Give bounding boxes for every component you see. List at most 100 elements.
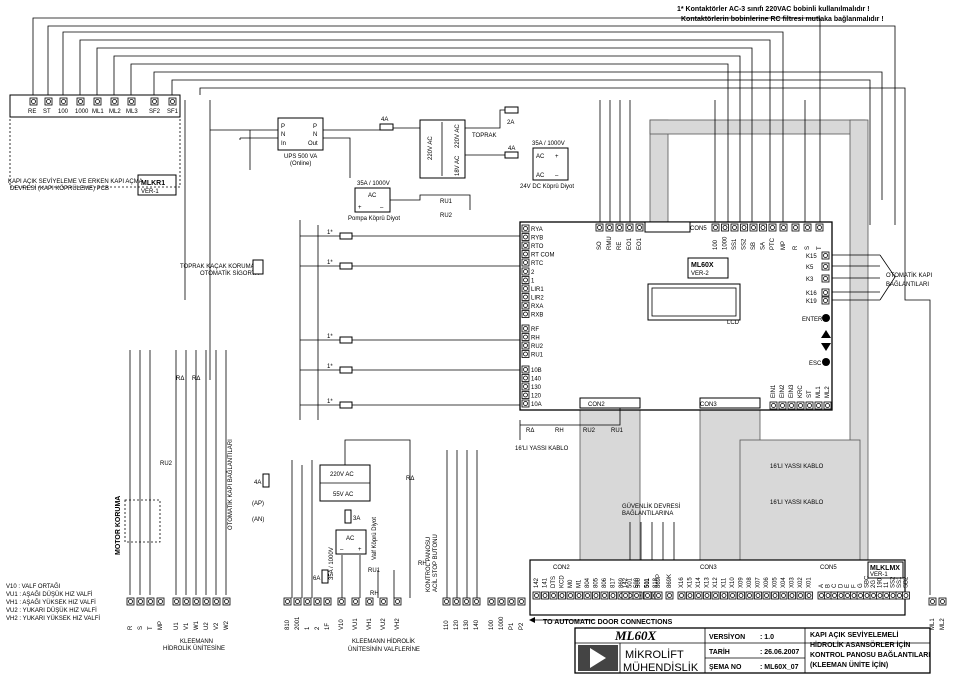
mlklmx-terminal: [609, 591, 617, 600]
mlklmx-pin-label: D: [839, 583, 845, 588]
mlklmx-terminal: [805, 591, 813, 600]
mlklmx-terminal: [817, 591, 826, 600]
toprak-kacak-1: TOPRAK KAÇAK KORUMALI: [180, 264, 260, 270]
ml60x-bottom-terminal: [823, 401, 832, 410]
ml60x-left-pin-label: RU2: [531, 344, 544, 350]
ml60x-top-terminal-screw: [770, 225, 775, 230]
ml60x-top-terminal: [711, 223, 720, 232]
ml60x-top-terminal-screw: [713, 225, 718, 230]
bridge-valve: [335, 529, 367, 555]
mlklmx-terminal: [869, 591, 878, 600]
bridge1-minus: –: [555, 173, 559, 179]
one-star-label: 1*: [327, 230, 333, 236]
ml60x-bottom-pin-label: EIN1: [771, 384, 777, 398]
mlklmx-terminal: [889, 591, 897, 600]
down-arrow-icon[interactable]: [821, 343, 831, 351]
esc-button[interactable]: [822, 358, 830, 366]
ml60x-left-terminal: [521, 241, 530, 250]
up-arrow-icon[interactable]: [821, 330, 831, 338]
ml60x-top-terminal-screw: [722, 225, 728, 230]
mlklmx-pin-label: 501: [628, 577, 634, 588]
ml60x-left-terminal: [521, 224, 530, 233]
fuse-4a-3-label: 4A: [254, 480, 261, 486]
bottom-terminal: [379, 597, 388, 606]
ml60x-bottom-terminal: [778, 401, 787, 410]
mlklmx-terminal-screw: [679, 593, 684, 598]
hydraulic-unit-1: KLEEMANN: [180, 639, 213, 645]
desc-4: (KLEEMAN ÜNİTE İÇİN): [810, 660, 888, 669]
bottom-terminal: [487, 597, 496, 606]
relay-coil: [339, 336, 353, 344]
mlklmx-pin-label: X09: [739, 577, 745, 588]
bottom-terminal: [172, 597, 181, 606]
bottom-terminal-screw: [224, 599, 229, 604]
relay-coil: [339, 401, 353, 409]
ml60x-left-pin-label: RF: [531, 327, 539, 333]
mlklmx-pin-label: X02: [798, 577, 804, 588]
hydraulic-unit-2: HİDROLİK ÜNİTESİNE: [163, 645, 225, 652]
mlklmx-terminal-screw: [877, 593, 883, 598]
valve-legend-line: VH1 : AŞAĞI YÜKSEK HIZ VALFİ: [6, 599, 96, 606]
bottom-terminal: [136, 597, 145, 606]
valve-wiring: [291, 439, 478, 598]
mlkr1-terminal: [127, 97, 136, 106]
ml60x-top-terminal: [615, 223, 624, 232]
ground-breaker: [252, 259, 264, 275]
bottom-terminal: [303, 597, 312, 606]
mlkr1-terminal: [29, 97, 38, 106]
fuse-4a-2-label: 4A: [508, 146, 515, 152]
bottom-terminal-label: VH1: [367, 618, 373, 630]
relay-ladder: 1*1*1*1*1*: [299, 220, 520, 420]
relay-ru1-pump: RU1: [440, 199, 453, 205]
mlklmx-pin-label: X07: [756, 577, 762, 588]
con3-connector: [699, 397, 761, 409]
bottom-terminal: [462, 597, 471, 606]
bottom-terminal-label: 120: [454, 619, 460, 630]
mlklmx-terminal-screw: [832, 593, 837, 598]
ml60x-bottom-pin-label: KRC: [798, 385, 804, 398]
ml60x-left-terminal-screw: [523, 226, 528, 231]
bottom-terminal-label: VH2: [395, 618, 401, 630]
mlkr1-terminal-screw: [78, 99, 83, 104]
ml60x-left-terminal-screw: [523, 243, 528, 248]
bottom-terminal-label: VU2: [381, 618, 387, 630]
mlkr1-terminal-label: ST: [43, 109, 51, 115]
arrow-left-icon: [529, 617, 535, 623]
ml60x-top-terminal-screw: [751, 225, 756, 230]
ml60x-top-pin-label: SB: [751, 242, 757, 250]
one-star-label: 1*: [327, 334, 333, 340]
bridge3-ac: AC: [346, 536, 355, 542]
mlklmx-terminal: [843, 591, 852, 600]
mlkr1-terminal-screw: [170, 99, 175, 104]
ml60x-left-terminal: [521, 391, 530, 399]
mlklmx-terminal-screw: [738, 593, 744, 598]
mlklmx-terminal-screw: [864, 593, 870, 598]
chain-ru2: RU2: [583, 428, 596, 434]
mlklmx-terminal: [745, 591, 754, 600]
bottom-terminal-label: W1: [194, 620, 200, 630]
mlklmx-terminal: [850, 591, 858, 600]
ml60x-top-terminal: [635, 223, 644, 232]
ml60x-top-pin-label: SO: [597, 241, 603, 250]
mlklmx-terminal-screw: [930, 599, 935, 604]
mlklmx-terminal: [876, 591, 884, 600]
ups-out-n: N: [313, 132, 317, 138]
bottom-terminal-label: R: [128, 625, 134, 630]
ml60x-bottom-pin-label: EIN2: [780, 384, 786, 398]
ml60x-left-pin-label: 10A: [531, 402, 542, 408]
ml60x-left-pin-label: 140: [531, 377, 542, 383]
enter-button[interactable]: [822, 314, 830, 322]
mlklmx-pin-label: X10: [730, 577, 736, 588]
relay-coil: [339, 262, 353, 270]
company-name-2: MÜHENDİSLİK: [623, 661, 699, 674]
mlkr1-terminal: [44, 97, 53, 106]
an-label: (AN): [252, 517, 264, 523]
bridge2-plus: +: [358, 205, 362, 211]
ml60x-left-terminal-screw: [523, 401, 528, 406]
ml60x-left-terminal-screw: [523, 269, 528, 274]
ml60x-left-terminal-screw: [523, 326, 528, 331]
bottom-terminal-label: 1000: [499, 616, 505, 630]
ml60x-bottom-terminal-screw: [816, 403, 821, 408]
mlklmx-terminal: [677, 591, 686, 600]
mlklmx-terminal: [938, 597, 947, 606]
